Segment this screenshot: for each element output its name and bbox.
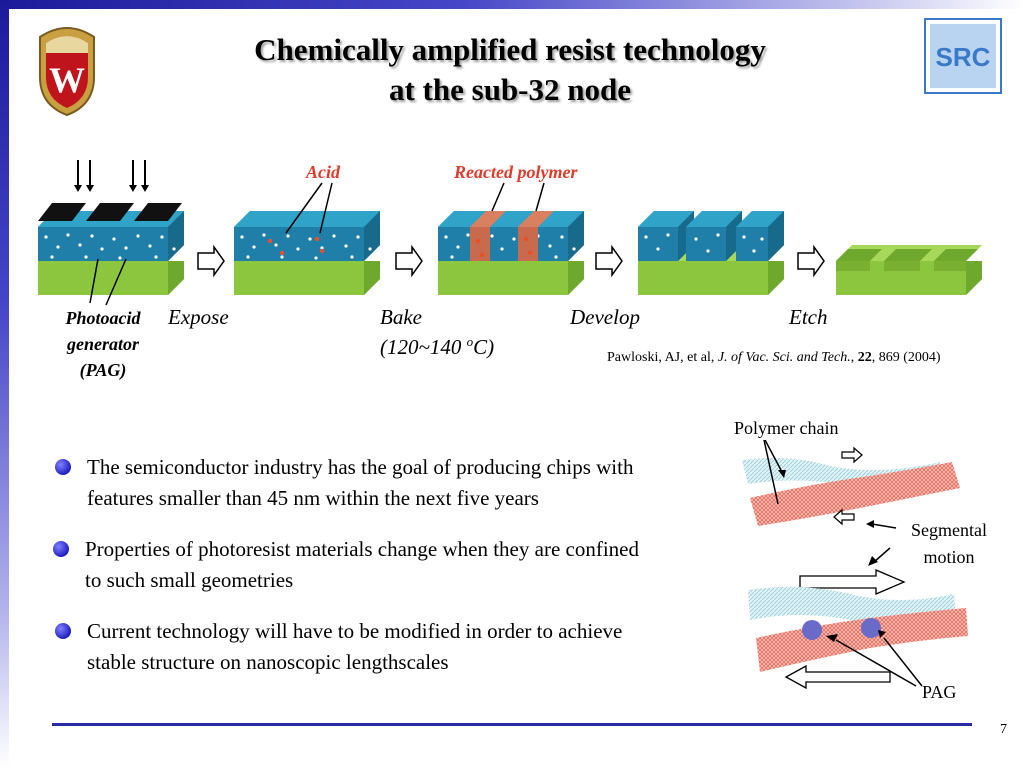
- slide-title: Chemically amplified resist technology a…: [160, 30, 860, 110]
- step-label-expose: Expose: [168, 305, 229, 329]
- step-label-develop: Develop: [570, 305, 640, 329]
- stage-develop: [638, 211, 784, 295]
- left-gradient-bar: [0, 0, 9, 768]
- bullet-item: Properties of photoresist materials chan…: [53, 534, 645, 596]
- bullet-dot-icon: [55, 459, 71, 475]
- bullet-item: Current technology will have to be modif…: [55, 616, 667, 678]
- bullet-dot-icon: [55, 623, 71, 639]
- pag-molecule-icon: [802, 620, 822, 640]
- pag-molecule-icon: [861, 618, 881, 638]
- bullet-list: The semiconductor industry has the goal …: [53, 452, 675, 698]
- stage-reacted: [438, 182, 584, 295]
- stage-etch: [836, 245, 982, 295]
- bullet-dot-icon: [53, 541, 69, 557]
- title-line-1: Chemically amplified resist technology: [254, 32, 766, 67]
- step-label-bake: Bake: [380, 305, 422, 329]
- university-crest-logo: W: [39, 27, 95, 117]
- segmental-motion-label: Segmental motion: [911, 520, 987, 567]
- left-arrow-small-icon: [833, 508, 855, 526]
- step-arrow-2: [395, 244, 423, 278]
- step-arrow-4: [797, 244, 825, 278]
- crest-letter: W: [49, 60, 85, 100]
- polymer-chain-label: Polymer chain: [734, 418, 839, 438]
- long-left-arrow-icon: [784, 664, 891, 690]
- reacted-polymer-label: Reacted polymer: [454, 162, 578, 182]
- citation: Pawloski, AJ, et al, J. of Vac. Sci. and…: [607, 350, 941, 365]
- pag-label: Photoacid generator (PAG): [65, 308, 141, 380]
- step-arrow-3: [595, 244, 623, 278]
- src-logo: SRC: [924, 18, 1002, 94]
- step-label-etch: Etch: [789, 305, 828, 329]
- title-line-2: at the sub-32 node: [388, 72, 631, 107]
- footer-divider: [52, 723, 972, 726]
- polymer-chain-lower-red: [756, 608, 968, 672]
- bullet-item: The semiconductor industry has the goal …: [55, 452, 662, 514]
- pag-side-label: PAG: [922, 682, 957, 702]
- stage-expose: [38, 160, 184, 306]
- polymer-chain-upper-red: [750, 462, 960, 526]
- src-logo-text: SRC: [936, 42, 991, 72]
- right-arrow-small-icon: [841, 446, 863, 464]
- stage-acid: [234, 182, 380, 295]
- bake-temperature: (120~140 oC): [380, 334, 495, 359]
- page-number: 7: [1000, 722, 1007, 737]
- polymer-chain-diagram: [742, 440, 968, 690]
- process-diagram: [38, 160, 982, 306]
- acid-label: Acid: [306, 162, 340, 182]
- step-arrow-1: [197, 244, 225, 278]
- top-gradient-bar: [0, 0, 1024, 9]
